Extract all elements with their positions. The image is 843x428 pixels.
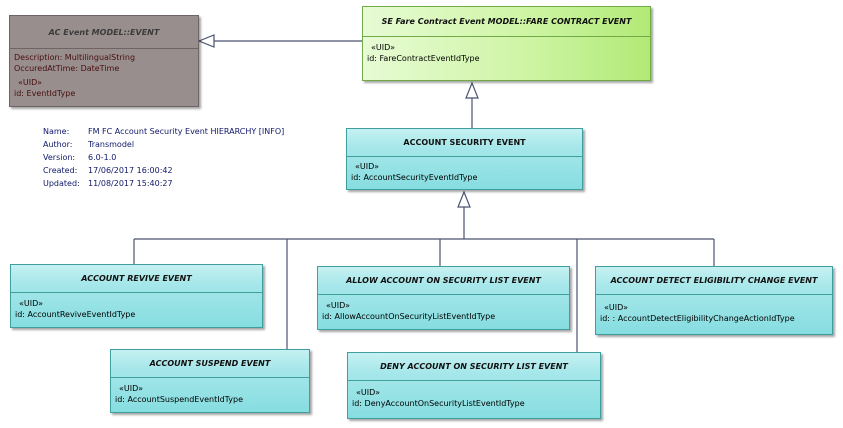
stereotype: «UID» <box>326 301 351 310</box>
id-attribute: id: AllowAccountOnSecurityListEventIdTyp… <box>322 312 496 321</box>
id-attribute: id: : AccountDetectEligibilityChangeActi… <box>600 314 795 323</box>
class-account-revive-event[interactable]: ACCOUNT REVIVE EVENT «UID» id: AccountRe… <box>10 264 263 328</box>
stereotype: «UID» <box>355 162 380 171</box>
attribute: Description: MultilingualString <box>14 53 136 62</box>
class-name: ACCOUNT REVIVE EVENT <box>11 265 262 293</box>
class-name: DENY ACCOUNT ON SECURITY LIST EVENT <box>348 353 600 381</box>
metadata-row: Name:FM FC Account Security Event HIERAR… <box>43 127 285 136</box>
class-body: «UID» id: AccountSecurityEventIdType <box>347 157 582 183</box>
id-attribute: id: FareContractEventIdType <box>367 54 480 63</box>
class-body: «UID» id: FareContractEventIdType <box>363 37 650 64</box>
class-account-security-event[interactable]: ACCOUNT SECURITY EVENT «UID» id: Account… <box>346 128 583 190</box>
stereotype: «UID» <box>604 303 629 312</box>
metadata-row: Author:Transmodel <box>43 140 135 149</box>
id-attribute: id: AccountReviveEventIdType <box>15 310 136 319</box>
id-attribute: id: AccountSuspendEventIdType <box>115 395 244 404</box>
class-body: «UID» id: : AccountDetectEligibilityChan… <box>596 295 832 324</box>
class-name: ACCOUNT SECURITY EVENT <box>347 129 582 157</box>
class-body: Description: MultilingualString OccuredA… <box>10 49 198 99</box>
stereotype: «UID» <box>119 384 144 393</box>
class-body: «UID» id: AccountSuspendEventIdType <box>111 378 309 405</box>
generalization-arrowhead-event <box>197 34 215 48</box>
class-fare-contract-event[interactable]: SE Fare Contract Event MODEL::FARE CONTR… <box>362 6 651 81</box>
class-body: «UID» id: DenyAccountOnSecurityListEvent… <box>348 381 600 409</box>
class-deny-account-event[interactable]: DENY ACCOUNT ON SECURITY LIST EVENT «UID… <box>347 352 601 419</box>
class-event[interactable]: AC Event MODEL::EVENT Description: Multi… <box>9 15 199 107</box>
attribute: OccuredAtTime: DateTime <box>14 64 120 73</box>
class-body: «UID» id: AllowAccountOnSecurityListEven… <box>318 295 569 322</box>
class-name: SE Fare Contract Event MODEL::FARE CONTR… <box>363 7 650 37</box>
class-body: «UID» id: AccountReviveEventIdType <box>11 293 262 320</box>
diagram-metadata: Name:FM FC Account Security Event HIERAR… <box>43 125 284 190</box>
class-name: ALLOW ACCOUNT ON SECURITY LIST EVENT <box>318 267 569 295</box>
class-account-detect-eligibility-event[interactable]: ACCOUNT DETECT ELIGIBILITY CHANGE EVENT … <box>595 266 833 335</box>
stereotype: «UID» <box>19 299 44 308</box>
generalization-arrowhead-fare <box>465 81 479 99</box>
class-allow-account-event[interactable]: ALLOW ACCOUNT ON SECURITY LIST EVENT «UI… <box>317 266 570 330</box>
stereotype: «UID» <box>356 388 381 397</box>
generalization-arrowhead-security <box>457 190 471 208</box>
class-name: ACCOUNT DETECT ELIGIBILITY CHANGE EVENT <box>596 267 832 295</box>
metadata-row: Updated:11/08/2017 15:40:27 <box>43 179 173 188</box>
stereotype: «UID» <box>18 78 43 87</box>
class-name: ACCOUNT SUSPEND EVENT <box>111 350 309 378</box>
id-attribute: id: EventIdType <box>14 89 76 98</box>
class-account-suspend-event[interactable]: ACCOUNT SUSPEND EVENT «UID» id: AccountS… <box>110 349 310 413</box>
stereotype: «UID» <box>371 43 396 52</box>
metadata-row: Version:6.0-1.0 <box>43 153 117 162</box>
metadata-row: Created:17/06/2017 16:00:42 <box>43 166 173 175</box>
class-name: AC Event MODEL::EVENT <box>10 16 198 49</box>
id-attribute: id: AccountSecurityEventIdType <box>351 173 478 182</box>
id-attribute: id: DenyAccountOnSecurityListEventIdType <box>352 399 525 408</box>
